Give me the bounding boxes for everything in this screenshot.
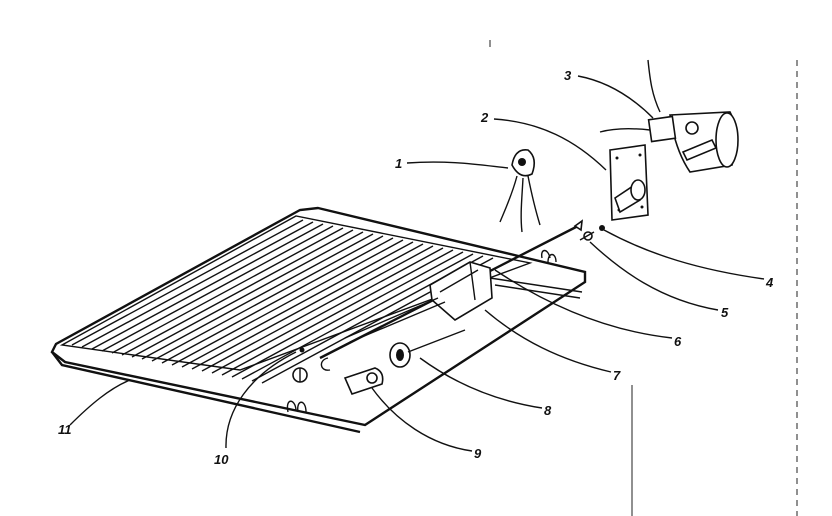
screw-washer bbox=[579, 225, 605, 241]
callout-6: 6 bbox=[674, 334, 682, 349]
leader-lines bbox=[69, 75, 765, 452]
callout-5: 5 bbox=[721, 305, 729, 320]
callout-labels: 1 2 3 4 5 6 7 8 9 10 11 bbox=[58, 68, 774, 467]
collar-screw bbox=[292, 347, 308, 383]
spit-handle bbox=[320, 357, 384, 395]
oven-rack bbox=[50, 206, 587, 434]
skewer-fork bbox=[389, 329, 466, 368]
callout-3: 3 bbox=[564, 68, 572, 83]
callout-2: 2 bbox=[480, 110, 489, 125]
scan-edge-lines bbox=[489, 40, 798, 516]
receptacle bbox=[499, 148, 541, 233]
rotisserie-motor bbox=[599, 59, 739, 173]
spit-forks bbox=[344, 261, 583, 343]
callout-11: 11 bbox=[58, 422, 72, 437]
callout-8: 8 bbox=[544, 403, 552, 418]
callout-7: 7 bbox=[613, 368, 621, 383]
callout-10: 10 bbox=[214, 452, 229, 467]
callout-4: 4 bbox=[765, 275, 774, 290]
callout-9: 9 bbox=[474, 446, 482, 461]
rack-slats bbox=[71, 219, 494, 384]
callout-1: 1 bbox=[395, 156, 402, 171]
motor-bracket bbox=[609, 144, 649, 221]
